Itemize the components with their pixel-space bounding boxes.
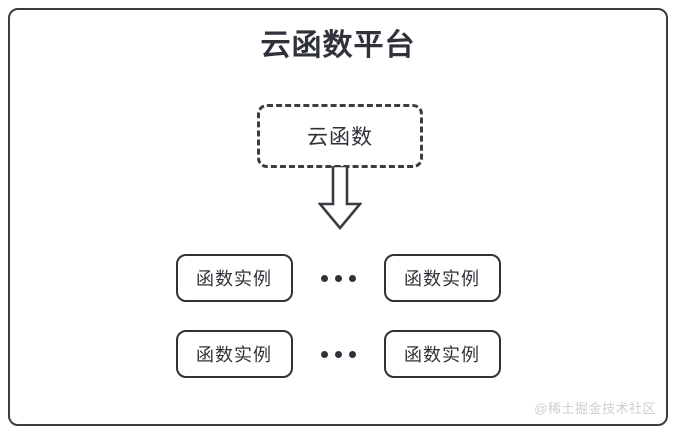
function-instance-label: 函数实例	[196, 269, 272, 289]
ellipsis-icon	[293, 330, 384, 378]
watermark: @稀土掘金技术社区	[534, 401, 656, 416]
instance-row: 函数实例 函数实例	[0, 329, 676, 379]
down-arrow-icon	[317, 164, 363, 231]
ellipsis-icon	[293, 254, 384, 302]
function-instance-label: 函数实例	[404, 269, 480, 289]
ellipsis-dot	[320, 274, 328, 282]
function-instance-box: 函数实例	[175, 330, 293, 378]
function-instance-label: 函数实例	[196, 345, 272, 365]
cloud-function-label: 云函数	[307, 126, 373, 149]
function-instance-box: 函数实例	[383, 330, 501, 378]
ellipsis-dot	[348, 350, 356, 358]
function-instance-label: 函数实例	[404, 345, 480, 365]
function-instance-box: 函数实例	[175, 254, 293, 302]
cloud-function-node: 云函数	[257, 104, 423, 168]
ellipsis-dot	[320, 350, 328, 358]
page-title: 云函数平台	[260, 29, 416, 62]
ellipsis-dot	[348, 274, 356, 282]
ellipsis-dot	[334, 274, 342, 282]
ellipsis-dot	[334, 350, 342, 358]
function-instance-box: 函数实例	[383, 254, 501, 302]
instance-row: 函数实例 函数实例	[0, 253, 676, 303]
